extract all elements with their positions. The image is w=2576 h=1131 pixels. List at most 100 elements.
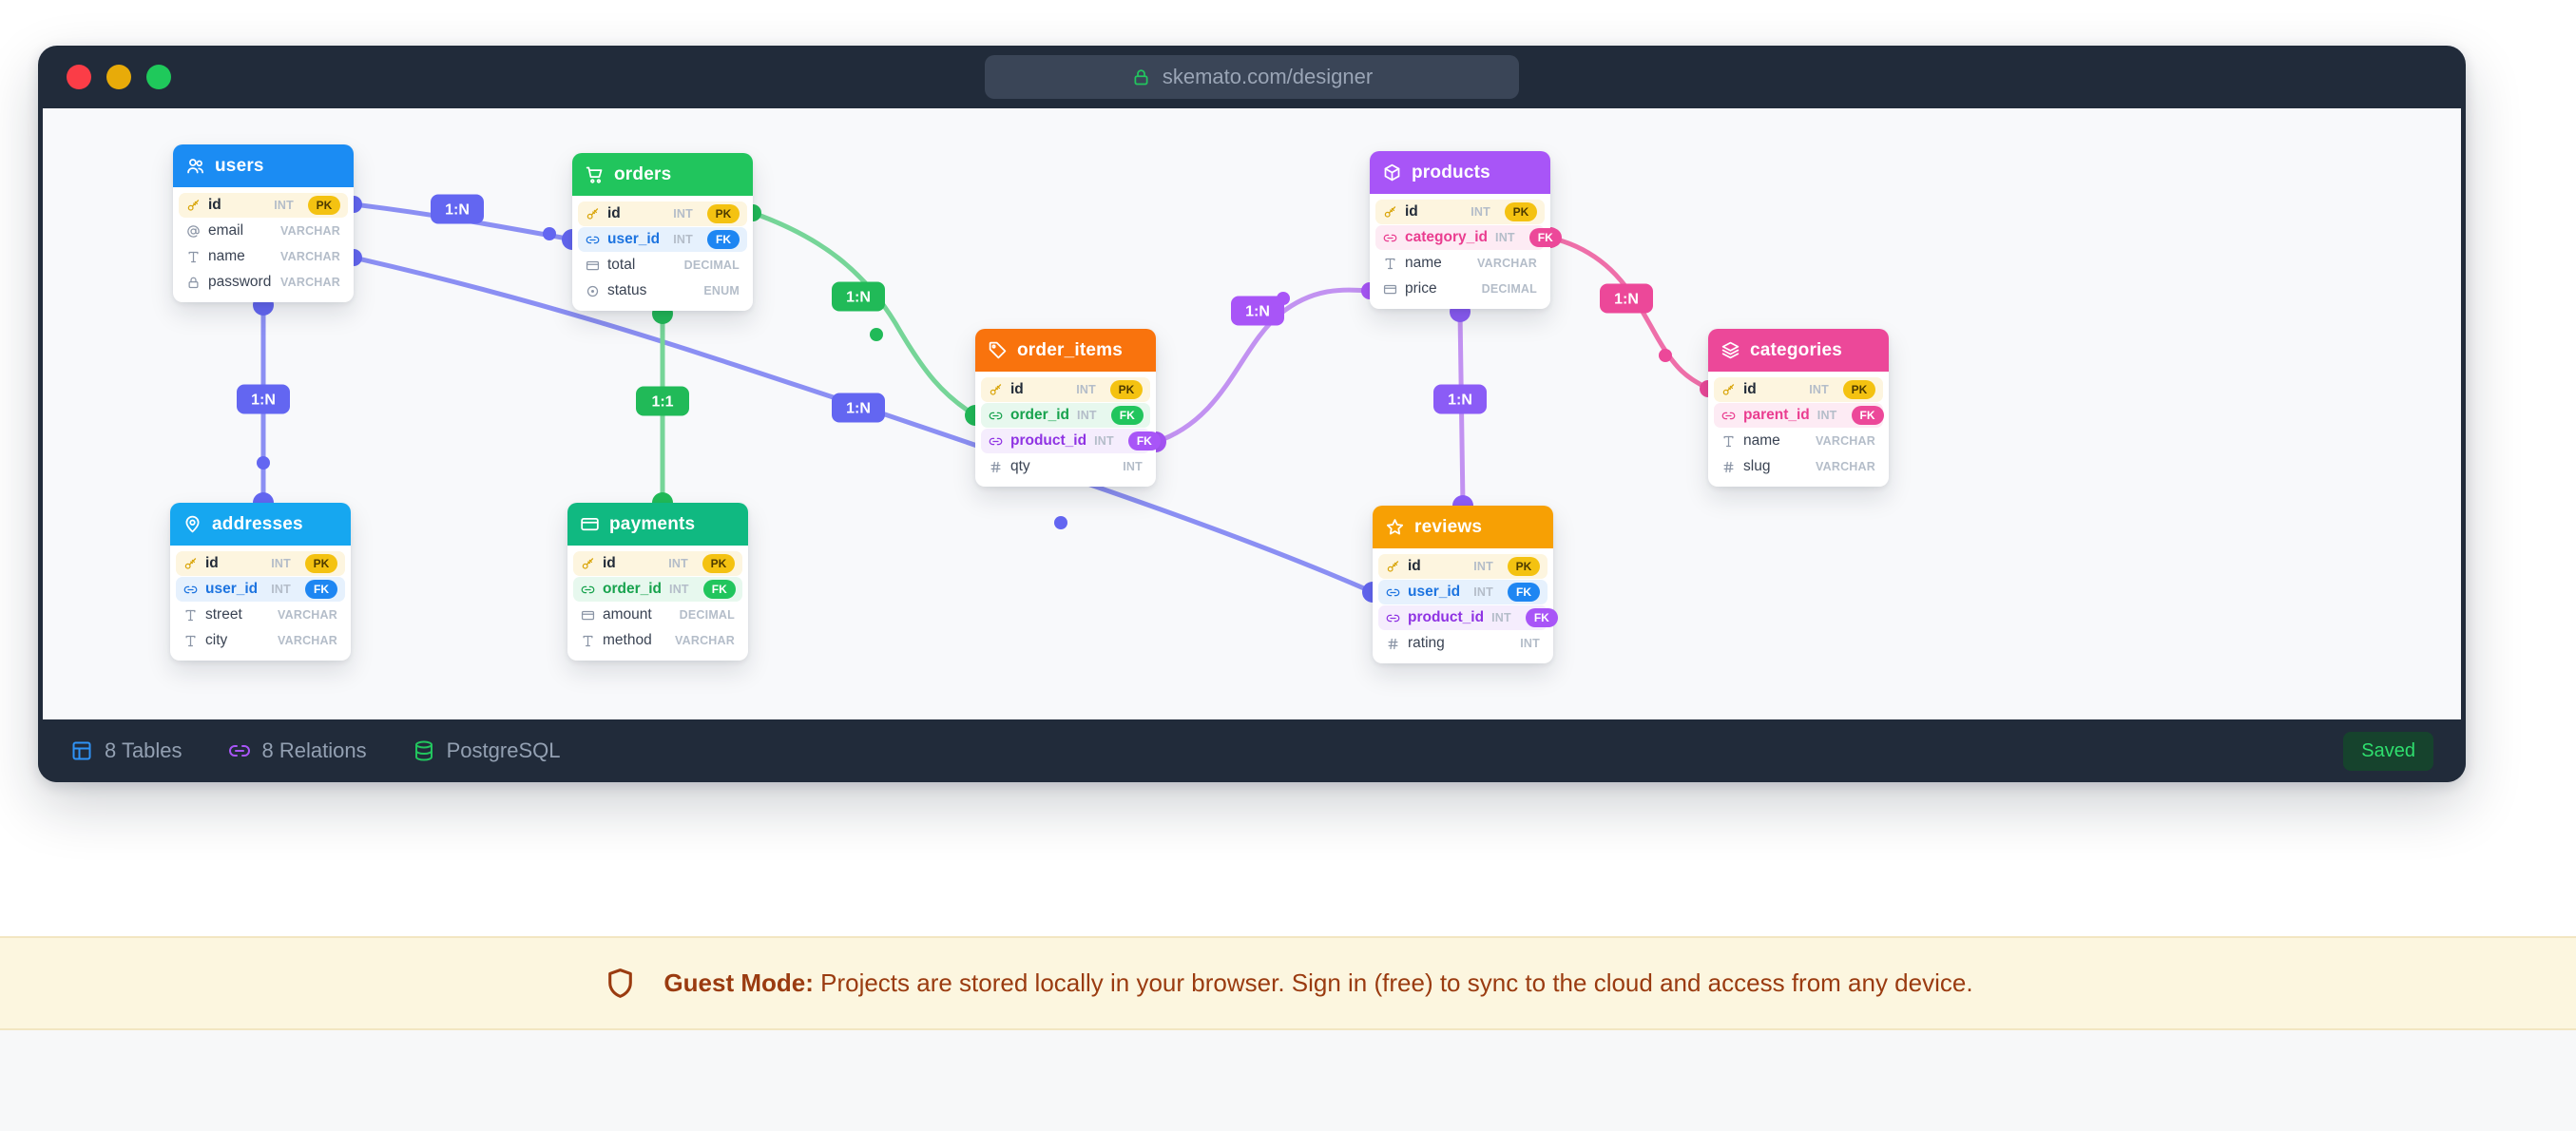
- field-name: id: [1010, 381, 1024, 397]
- status-tables: 8 Tables: [70, 738, 183, 763]
- field-name: parent_id: [1743, 407, 1810, 423]
- fk-badge: FK: [1528, 228, 1562, 247]
- minimize-button[interactable]: [106, 65, 131, 89]
- type-icon: [581, 634, 595, 648]
- url-bar[interactable]: skemato.com/designer: [985, 55, 1519, 99]
- fk-badge: FK: [1110, 406, 1144, 425]
- lock-icon: [186, 276, 201, 290]
- relation-cardinality-label: 1:1: [636, 386, 689, 416]
- field-row-method[interactable]: method VARCHAR: [573, 628, 742, 653]
- table-title: addresses: [212, 513, 303, 534]
- field-name: price: [1405, 280, 1437, 297]
- field-name: id: [1743, 381, 1757, 397]
- field-row-total[interactable]: total DECIMAL: [578, 253, 747, 278]
- maximize-button[interactable]: [146, 65, 171, 89]
- field-name: total: [607, 257, 636, 273]
- relation-orders-payments[interactable]: 1:1: [636, 303, 689, 513]
- field-name: name: [1743, 432, 1780, 449]
- hash-icon: [989, 460, 1003, 474]
- pk-badge: PK: [702, 554, 735, 573]
- cart-icon: [585, 164, 605, 184]
- shield-icon: [603, 966, 638, 1001]
- relation-endpoint-dot: [257, 456, 270, 470]
- hash-icon: [1386, 637, 1400, 651]
- field-type: DECIMAL: [683, 259, 740, 272]
- link-icon: [1386, 585, 1400, 600]
- svg-text:1:N: 1:N: [251, 393, 276, 409]
- relation-cardinality-label: 1:N: [832, 393, 885, 423]
- field-name: method: [603, 632, 652, 648]
- guest-mode-text: Guest Mode: Projects are stored locally …: [663, 968, 1972, 998]
- pk-badge: PK: [305, 554, 337, 573]
- footer-strip: [0, 1030, 2576, 1131]
- link-icon: [586, 233, 600, 247]
- field-type: VARCHAR: [675, 634, 735, 647]
- field-name: user_id: [607, 231, 661, 247]
- guest-mode-banner: Guest Mode: Projects are stored locally …: [0, 936, 2576, 1030]
- key-icon: [586, 207, 600, 221]
- field-type: INT: [1094, 434, 1114, 448]
- field-name: order_id: [1010, 407, 1070, 423]
- pk-badge: PK: [1508, 557, 1540, 576]
- relation-cardinality-label: 1:N: [1600, 283, 1653, 314]
- field-type: VARCHAR: [278, 634, 337, 647]
- table-header: reviews: [1373, 506, 1553, 548]
- close-button[interactable]: [67, 65, 91, 89]
- relation-cardinality-label: 1:N: [1433, 384, 1487, 414]
- link-icon: [1383, 231, 1397, 245]
- field-name: id: [607, 205, 621, 221]
- relation-cardinality-label: 1:N: [237, 384, 290, 414]
- link-icon: [1721, 409, 1736, 423]
- field-name: name: [1405, 255, 1442, 271]
- field-name: product_id: [1010, 432, 1087, 449]
- key-icon: [1386, 560, 1400, 574]
- field-name: user_id: [1408, 584, 1461, 600]
- layers-icon: [1721, 340, 1740, 360]
- field-name: id: [1408, 558, 1421, 574]
- key-icon: [186, 199, 201, 213]
- field-name: id: [205, 555, 219, 571]
- field-type: INT: [1123, 460, 1143, 473]
